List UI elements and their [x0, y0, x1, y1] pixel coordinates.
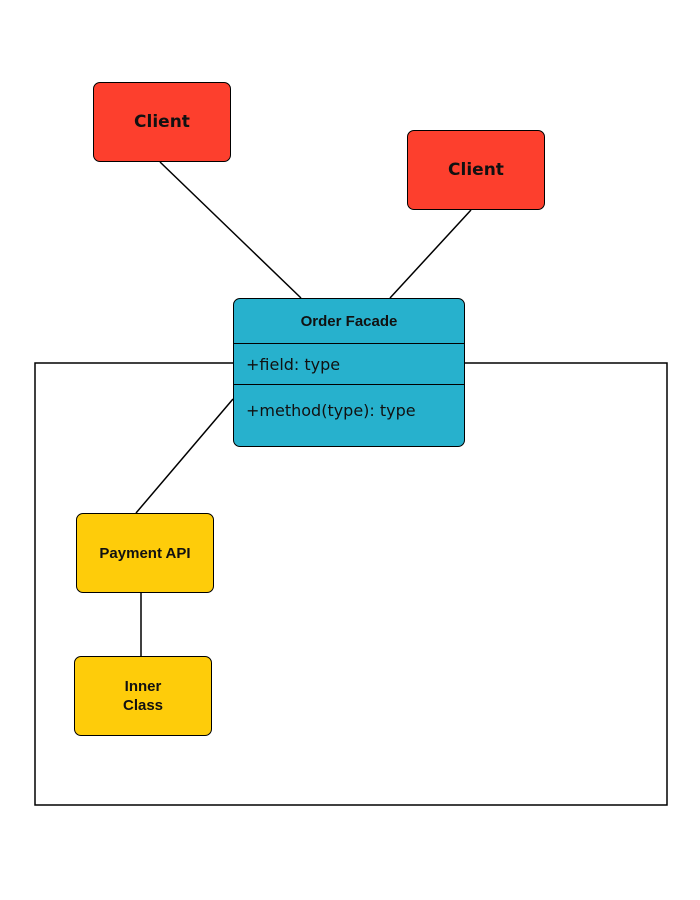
- inner-class-label: Inner Class: [122, 678, 164, 714]
- facade-class-method: +method(type): type: [246, 400, 416, 420]
- connector-client1-facade: [159, 161, 302, 299]
- inner-class-node[interactable]: Inner Class: [74, 656, 212, 736]
- connector-facade-payment: [135, 398, 234, 514]
- client-label: Client: [134, 112, 190, 132]
- client-label: Client: [448, 160, 504, 180]
- facade-class-node[interactable]: Order Facade +field: type +method(type):…: [233, 298, 465, 447]
- client-node[interactable]: Client: [407, 130, 545, 210]
- payment-api-node[interactable]: Payment API: [76, 513, 214, 593]
- facade-class-name: Order Facade: [234, 299, 464, 344]
- payment-api-label: Payment API: [99, 544, 191, 562]
- facade-class-field: +field: type: [234, 344, 464, 385]
- connector-client2-facade: [389, 209, 472, 299]
- client-node[interactable]: Client: [93, 82, 231, 162]
